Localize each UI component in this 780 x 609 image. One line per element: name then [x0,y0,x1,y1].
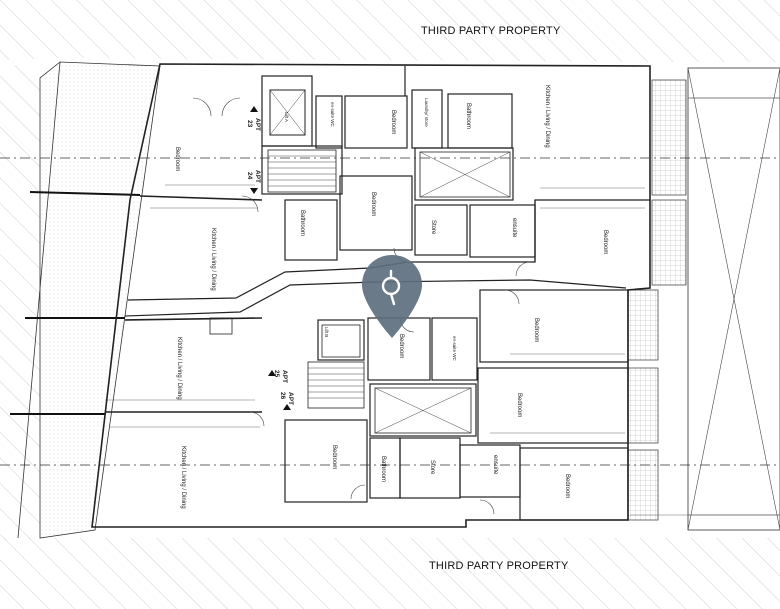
room-bedroom-6: Bedroom [398,334,404,358]
room-kitchen-3: Kitchen / Living / Dining [176,337,182,400]
room-bedroom-9: Bedroom [564,474,570,498]
room-store-1: Store [430,220,436,235]
third-party-hatch-bottom [0,538,780,609]
lower-lift [209,317,472,434]
svg-text:APT: APT [287,392,294,405]
room-ensuite-1: ensuite [511,218,517,238]
room-lift-a: Lift A [284,112,289,122]
room-bedroom-5: Bedroom [533,318,539,342]
room-bedroom-8: Bedroom [331,445,337,469]
room-bathroom-2: Bathroom [299,210,305,236]
svg-text:24: 24 [246,172,253,180]
room-bathroom-3: Bathroom [380,456,386,482]
apt-23-label: APT 23 [246,106,261,131]
room-bedroom-3: Bedroom [370,192,376,216]
room-ensuite-2: ensuite [492,455,498,475]
right-courtyard [687,67,780,531]
room-kitchen-2: Kitchen / Living / Dining [210,228,216,291]
room-bedroom-4: Bedroom [602,230,608,254]
upper-lift [267,89,511,198]
room-bedroom-2: Bedroom [390,110,396,134]
svg-text:26: 26 [279,392,286,400]
room-laundry-store: Laundry/ store [424,98,429,127]
svg-text:25: 25 [273,370,280,378]
room-store-2: Store [429,460,435,475]
room-bathroom-1: Bathroom [465,103,471,129]
room-kitchen-4: Kitchen / Living / Dining [180,446,186,509]
location-pin-icon [362,255,422,338]
third-party-property-bottom-label: THIRD PARTY PROPERTY [429,560,569,572]
left-terrace [10,61,161,539]
right-lightwell [627,79,687,521]
room-lift-b: Lift B [324,327,329,337]
third-party-hatch-left [0,60,40,540]
room-bedroom-7: Bedroom [516,393,522,417]
apt-25-label: APT 25 [268,370,288,383]
lower-rooms [284,289,629,521]
svg-text:23: 23 [246,120,253,128]
room-bedroom-1: Bedroom [174,147,180,171]
room-ensuite-wc-1: en-suite WC [330,102,335,128]
third-party-hatch-top [0,0,780,62]
apt-24-label: APT 24 [246,170,261,194]
section-lines [0,157,780,466]
room-ensuite-wc-2: en-suite WC [452,336,457,362]
room-kitchen-1: Kitchen / Living / Dining [544,85,550,148]
svg-text:APT: APT [254,170,261,183]
apt-26-label: APT 26 [279,392,294,410]
third-party-property-top-label: THIRD PARTY PROPERTY [421,25,561,37]
dimension-lines [105,97,780,516]
upper-rooms [261,66,536,262]
svg-text:APT: APT [281,370,288,383]
svg-text:APT: APT [254,118,261,131]
